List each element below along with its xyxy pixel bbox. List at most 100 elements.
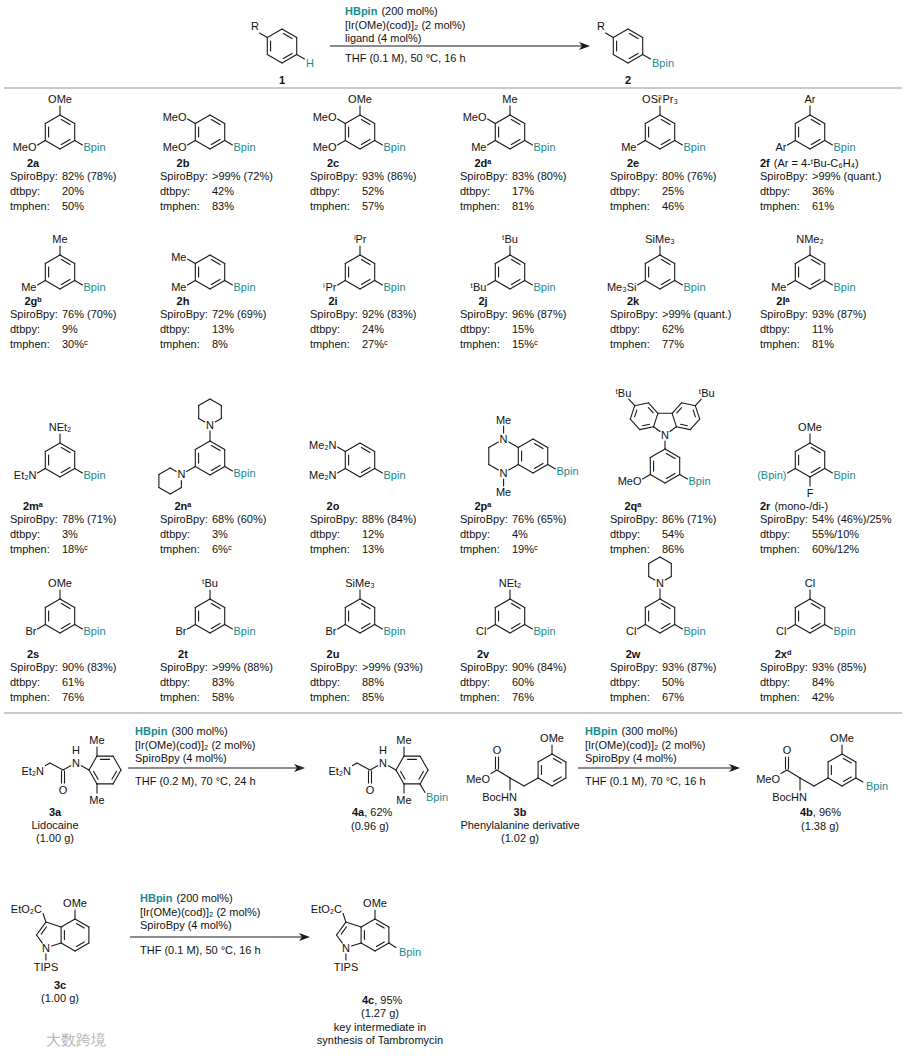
bond-line bbox=[48, 611, 49, 621]
bond-line bbox=[661, 120, 670, 125]
compound-name: Lidocaine bbox=[31, 819, 78, 832]
bond-line bbox=[824, 452, 825, 469]
substituent-label: Me bbox=[471, 141, 486, 154]
bond-line bbox=[824, 264, 825, 281]
bond-line bbox=[210, 255, 225, 264]
bond-line bbox=[260, 33, 268, 38]
ligand-name: tmphen: bbox=[160, 691, 200, 704]
bond-line bbox=[642, 38, 643, 55]
bond-line bbox=[533, 465, 548, 474]
bond-line bbox=[548, 465, 556, 470]
ligand-name: tmphen: bbox=[760, 543, 800, 556]
bond-line bbox=[210, 281, 225, 290]
ligand-name: tmphen: bbox=[160, 543, 200, 556]
bond-line bbox=[638, 625, 646, 630]
bond-line bbox=[361, 927, 362, 943]
bond-line bbox=[825, 625, 833, 630]
compound-number: 2o bbox=[327, 500, 340, 513]
bond-line bbox=[495, 124, 496, 141]
substituent-label: Bpin bbox=[557, 465, 579, 478]
amount-text: (1.27 g) bbox=[361, 1007, 399, 1020]
bond-line bbox=[660, 599, 675, 608]
amount-text: (1.38 g) bbox=[801, 820, 839, 833]
bond-line bbox=[533, 439, 548, 448]
bond-line bbox=[665, 475, 680, 484]
ligand-name: dtbpy: bbox=[460, 323, 490, 336]
yield-value: 18%ᶜ bbox=[62, 543, 88, 556]
bond-line bbox=[374, 452, 375, 469]
bond-line bbox=[37, 935, 43, 943]
ligand-name: SpiroBpy: bbox=[610, 170, 658, 183]
bond-line bbox=[60, 281, 75, 290]
substituent-label: NMe₂ bbox=[796, 233, 824, 246]
bond-line bbox=[45, 608, 46, 625]
bond-line bbox=[510, 281, 525, 290]
bond-line bbox=[61, 467, 70, 472]
compound-number: 2b bbox=[177, 157, 190, 170]
bond-line bbox=[495, 281, 510, 290]
bond-line bbox=[267, 29, 282, 38]
yield-value: 93% (87%) bbox=[662, 661, 716, 674]
bond-line bbox=[76, 942, 84, 947]
bond-line bbox=[282, 29, 297, 38]
bond-line bbox=[345, 469, 360, 478]
ligand-name: SpiroBpy: bbox=[310, 170, 358, 183]
yield-value: 88% bbox=[362, 676, 384, 689]
bond-line bbox=[89, 756, 97, 770]
bond-line bbox=[195, 450, 196, 467]
yield-value: 19%ᶜ bbox=[512, 543, 538, 556]
substituent-label: Bpin bbox=[384, 281, 406, 294]
bond-line bbox=[396, 756, 404, 770]
substituent-label: Bpin bbox=[384, 141, 406, 154]
bond-line bbox=[629, 53, 638, 58]
substituent-label: Bpin bbox=[84, 281, 106, 294]
bond-line bbox=[798, 267, 799, 277]
yield-value: >99% (quant.) bbox=[662, 308, 731, 321]
yield-value: 78% (71%) bbox=[62, 513, 116, 526]
yield-value: 42% bbox=[812, 691, 834, 704]
bond-line bbox=[538, 754, 552, 762]
bond-line bbox=[495, 625, 510, 634]
ligand-name: SpiroBpy: bbox=[160, 170, 208, 183]
substituent-label: Me₂N bbox=[309, 469, 337, 482]
reagent-amount: (200 mol%) bbox=[176, 892, 232, 905]
substituent-label: ⁱPr bbox=[323, 281, 336, 294]
bond-line bbox=[375, 469, 383, 474]
substituent-label: Bpin bbox=[684, 141, 706, 154]
ligand-name: dtbpy: bbox=[760, 185, 790, 198]
yield-value: 13% bbox=[212, 323, 234, 336]
yield-value: 61% bbox=[812, 200, 834, 213]
bond-line bbox=[638, 141, 646, 146]
bond-line bbox=[541, 766, 542, 775]
bond-line bbox=[495, 141, 510, 150]
substituent-label: Bpin bbox=[684, 281, 706, 294]
bond-line bbox=[195, 264, 196, 281]
ligand-name: dtbpy: bbox=[760, 528, 790, 541]
bond-line bbox=[488, 281, 496, 286]
bond-line bbox=[420, 784, 425, 793]
yield-value: 30%ᶜ bbox=[62, 338, 88, 351]
compound-note: (mono-/di-) bbox=[774, 500, 828, 513]
bond-line bbox=[61, 771, 62, 783]
bond-line bbox=[360, 469, 375, 478]
ligand-name: SpiroBpy: bbox=[760, 661, 808, 674]
compound-number: 2qᵃ bbox=[625, 500, 642, 513]
bond-line bbox=[199, 399, 210, 406]
bond-line bbox=[348, 455, 349, 465]
ligand-name: tmphen: bbox=[610, 200, 650, 213]
arrow-head bbox=[299, 933, 310, 941]
bond-line bbox=[781, 770, 787, 774]
bond-line bbox=[96, 784, 97, 793]
substituent-label: Bpin bbox=[689, 475, 711, 488]
atom-label: O bbox=[783, 744, 792, 757]
ligand-name: tmphen: bbox=[160, 338, 200, 351]
bond-line bbox=[81, 766, 89, 770]
bond-line bbox=[509, 590, 510, 599]
bond-line bbox=[45, 264, 46, 281]
bond-line bbox=[518, 465, 533, 474]
catalyst-text: [Ir(OMe)(cod)]₂ (2 mol%) bbox=[140, 906, 260, 919]
bond-line bbox=[643, 55, 651, 60]
bond-line bbox=[371, 771, 372, 783]
bond-line bbox=[345, 599, 360, 608]
bond-line bbox=[810, 115, 825, 124]
